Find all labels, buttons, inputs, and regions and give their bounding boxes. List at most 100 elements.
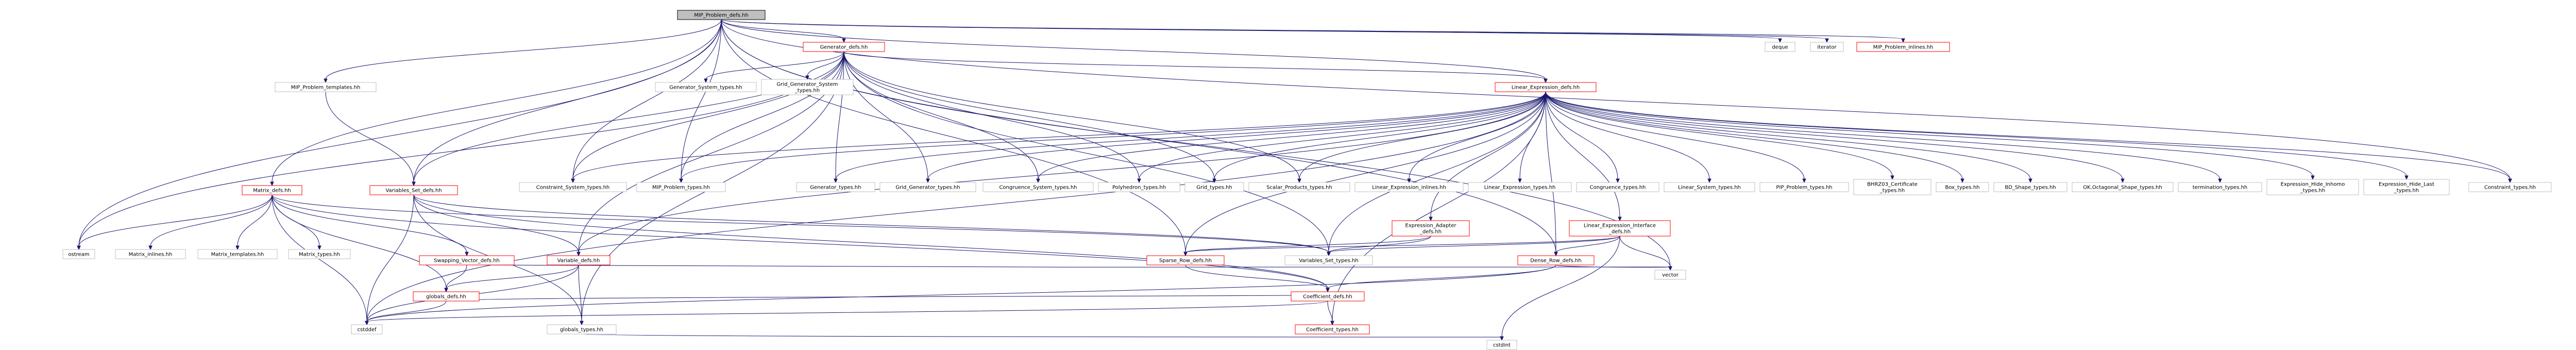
node-mip-templates: MIP_Problem_templates.hh <box>275 82 377 92</box>
node-box <box>2363 179 2450 195</box>
node-matrix-defs[interactable]: Matrix_defs.hh <box>242 185 302 195</box>
edge-arrowhead <box>1901 38 1905 43</box>
edge-arrowhead <box>365 321 369 326</box>
edge-arrowhead <box>317 245 321 251</box>
node-label: Generator_defs.hh <box>820 45 868 51</box>
node-swapping-vector-defs[interactable]: Swapping_Vector_defs.hh <box>419 255 515 265</box>
edge-line <box>843 51 1039 180</box>
node-globals-defs[interactable]: globals_defs.hh <box>413 291 480 302</box>
edge-arrowhead <box>1518 178 1522 184</box>
edge-line <box>1545 91 2511 180</box>
node-label: ostream <box>68 252 89 258</box>
node-coefficient-types[interactable]: Coefficient_types.hh <box>1295 324 1370 335</box>
edge-root-to-vector <box>721 19 1672 271</box>
node-variable-defs[interactable]: Variable_defs.hh <box>547 255 611 265</box>
node-box <box>369 185 458 195</box>
edge-line <box>843 51 1546 80</box>
edge-variables_set_defs-to-coefficient_defs <box>413 194 1330 293</box>
edge-line <box>1619 236 1671 268</box>
node-box <box>1354 182 1464 192</box>
edge-variables_set_defs-to-variable_defs <box>413 194 581 257</box>
edge-line <box>413 194 1328 289</box>
edge-line <box>927 91 1546 180</box>
edge-arrowhead <box>1326 288 1330 293</box>
node-box <box>1295 324 1370 335</box>
node-box <box>796 182 875 192</box>
edge-variable_defs-to-globals_defs <box>444 264 579 293</box>
edge-generator_defs-to-variables_set_defs <box>412 51 844 187</box>
node-label: globals_defs.hh <box>426 294 466 300</box>
node-sparse-row-defs[interactable]: Sparse_Row_defs.hh <box>1146 255 1225 265</box>
node-label: Variable_defs.hh <box>557 258 600 264</box>
node-label: _types.hh <box>1879 188 1905 194</box>
edge-arrowhead <box>834 178 838 184</box>
node-box <box>413 291 480 302</box>
edge-matrix_defs-to-globals_defs <box>272 194 448 293</box>
edge-arrowhead <box>1960 178 1964 184</box>
node-box <box>677 10 766 20</box>
edge-coefficient_defs-to-coefficient_types <box>1327 301 1334 326</box>
node-label: Congruence_System_types.hh <box>999 185 1077 191</box>
node-iterator: iterator <box>1810 42 1844 52</box>
edge-arrowhead <box>1183 252 1188 257</box>
node-mip-inlines[interactable]: MIP_Problem_inlines.hh <box>1856 42 1950 52</box>
node-box <box>1654 270 1686 280</box>
edge-line <box>807 51 844 77</box>
edge-arrowhead <box>412 181 416 187</box>
edge-line <box>1038 91 1546 180</box>
node-octagonal-types: OK.Octagonal_Shape_types.hh <box>2072 182 2174 192</box>
edge-arrowhead <box>1668 266 1672 271</box>
edge-generator_defs-to-gen_system_types <box>704 51 844 84</box>
node-mip-types: MIP_Problem_types.hh <box>636 182 726 192</box>
edge-line <box>1501 236 1620 338</box>
edge-root-to-matrix_defs <box>270 19 722 187</box>
node-variables-set-defs[interactable]: Variables_Set_defs.hh <box>369 185 458 195</box>
node-box <box>879 182 976 192</box>
node-label: Polyhedron_types.hh <box>1112 185 1166 191</box>
edge-line <box>1545 91 1556 253</box>
node-termination-types: termination_types.hh <box>2178 182 2262 192</box>
edge-line <box>1185 236 1431 253</box>
node-label: Linear_System_types.hh <box>1678 185 1741 191</box>
edge-linear_expr_defs-to-sparse_row_defs <box>1183 91 1546 257</box>
node-box <box>1468 182 1572 192</box>
node-gen-system-types: Generator_System_types.hh <box>655 82 757 92</box>
edge-arrowhead <box>2121 178 2125 184</box>
edge-line <box>272 194 1329 253</box>
node-coefficient-defs[interactable]: Coefficient_defs.hh <box>1291 291 1365 302</box>
edge-generator_defs-to-congruence_system_types <box>843 51 1040 184</box>
node-box <box>655 82 757 92</box>
edge-line <box>1214 91 1546 180</box>
node-expr-adapter-defs[interactable]: Expression_Adapter_defs.hh <box>1392 220 1470 237</box>
edge-line <box>1299 91 1546 180</box>
edge-line <box>413 194 1329 253</box>
node-box <box>62 249 95 259</box>
node-linear-expr-defs[interactable]: Linear_Expression_defs.hh <box>1495 82 1597 92</box>
edge-variables_set_defs-to-variables_set_types <box>413 194 1331 257</box>
edge-arrowhead <box>1327 252 1331 257</box>
node-box <box>1184 182 1244 192</box>
edge-line <box>272 194 367 322</box>
edge-arrowhead <box>1890 175 1894 180</box>
node-dense-row-defs[interactable]: Dense_Row_defs.hh <box>1517 255 1595 265</box>
node-box <box>275 82 377 92</box>
node-box <box>803 42 885 52</box>
edge-line <box>721 19 1904 40</box>
edge-line <box>578 264 582 322</box>
node-box <box>1284 255 1373 265</box>
edge-swapping_vector_defs-to-globals_defs <box>444 264 467 293</box>
edge-line <box>1545 91 2031 180</box>
node-expr-interface-defs[interactable]: Linear_Expression_Interface_defs.hh <box>1569 220 1671 237</box>
node-globals-types: globals_types.hh <box>547 324 617 335</box>
node-expr-hide-last: Expression_Hide_Last_types.hh <box>2363 179 2450 195</box>
edges-layer <box>77 19 2512 341</box>
node-label: BHRZ03_Certificate <box>1867 182 1918 188</box>
edge-line <box>78 19 722 247</box>
edge-expr_interface_defs-to-variables_set_types <box>1327 236 1620 257</box>
edge-root-to-constraint_types <box>721 19 2512 184</box>
node-grid-generator-types: Grid_Generator_types.hh <box>879 182 976 192</box>
node-generator-defs[interactable]: Generator_defs.hh <box>803 42 885 52</box>
node-polyhedron-types: Polyhedron_types.hh <box>1098 182 1180 192</box>
node-box <box>1291 291 1365 302</box>
edge-line <box>1545 91 2313 177</box>
